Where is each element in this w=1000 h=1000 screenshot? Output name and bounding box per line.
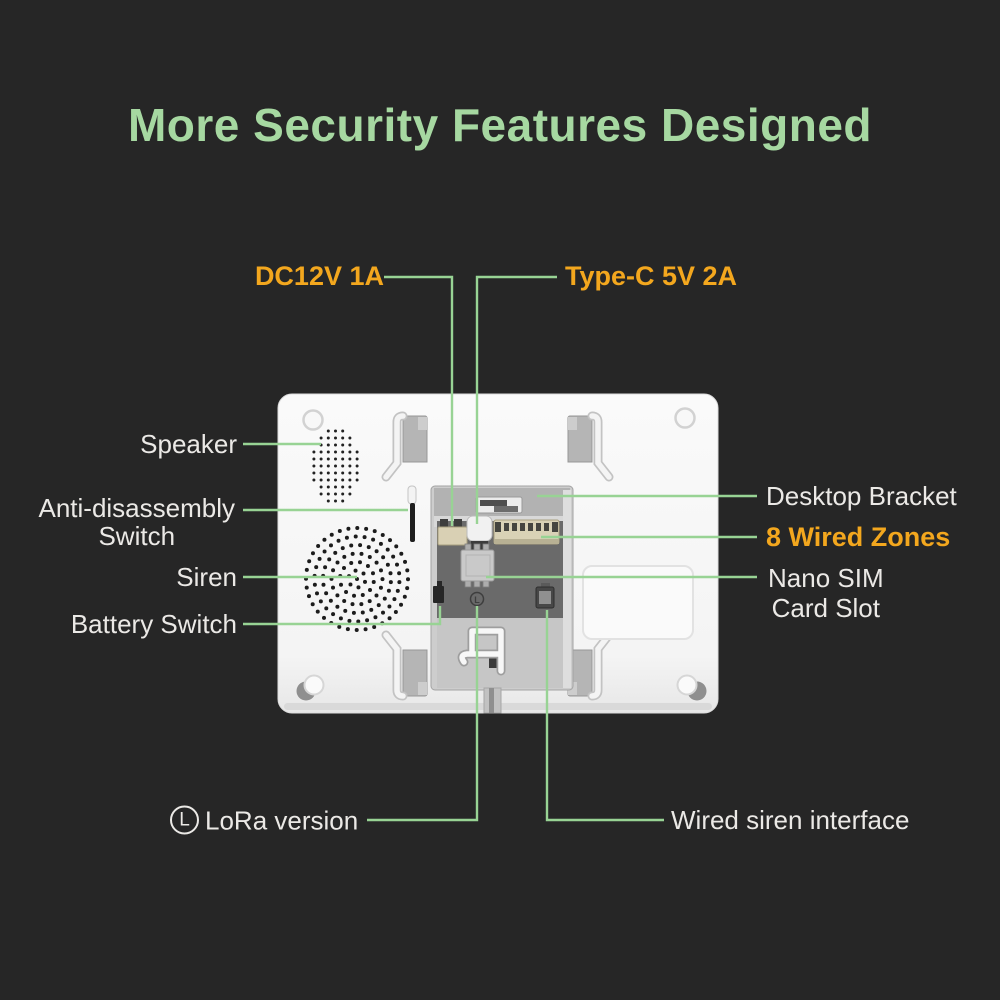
screw-bottom-left-icon — [296, 674, 325, 701]
callout-siren: Siren — [176, 562, 237, 592]
callout-wired-zones: 8 Wired Zones — [766, 522, 951, 552]
label-plate — [582, 565, 694, 640]
lora-mark-icon: L — [469, 591, 485, 607]
leader-dc-power — [384, 275, 454, 526]
leader-battery-switch — [243, 606, 442, 626]
leader-type-c — [475, 275, 557, 524]
callout-dc-power: DC12V 1A — [254, 261, 384, 291]
sim-card-slot — [460, 543, 495, 588]
leader-lines — [243, 275, 757, 822]
speaker-grill — [312, 429, 359, 503]
callout-nano-sim-line2: Card Slot — [771, 593, 880, 623]
callout-nano-sim-line1: Nano SIM — [768, 563, 884, 593]
leader-wired-siren — [545, 610, 664, 822]
anti-disassembly-switch — [407, 485, 417, 542]
callout-battery-switch: Battery Switch — [70, 609, 237, 639]
callout-desktop-bracket: Desktop Bracket — [766, 481, 957, 511]
wired-siren-port — [535, 583, 555, 609]
screw-bottom-right-icon — [676, 674, 707, 701]
callout-type-c: Type-C 5V 2A — [565, 261, 738, 291]
screw-top-right-icon — [674, 407, 696, 429]
callout-lora-version-text: LoRa version — [205, 805, 359, 835]
callout-anti-disassembly: Anti-disassembly Switch — [38, 494, 235, 550]
cable-channel — [483, 687, 502, 714]
callout-anti-disassembly-line1: Anti-disassembly — [38, 493, 235, 523]
desktop-bracket-slot — [475, 496, 523, 514]
siren-grill — [304, 526, 410, 632]
callout-wired-siren-interface: Wired siren interface — [671, 805, 910, 835]
leader-lora — [367, 606, 479, 822]
page-title: More Security Features Designed — [127, 99, 873, 151]
battery-switch — [433, 581, 444, 603]
dc-power-connector — [437, 519, 468, 546]
wired-zones-terminal — [493, 519, 560, 545]
circled-l-icon: L — [170, 805, 199, 835]
desktop-stand-hook — [457, 626, 506, 676]
screw-top-left-icon — [302, 409, 324, 431]
callout-anti-disassembly-line2: Switch — [98, 521, 176, 551]
svg-text:L: L — [474, 595, 480, 605]
callout-speaker: Speaker — [140, 429, 237, 459]
callout-nano-sim: Nano SIM Card Slot — [768, 563, 884, 623]
callout-lora-version: L LoRa version — [170, 805, 359, 835]
